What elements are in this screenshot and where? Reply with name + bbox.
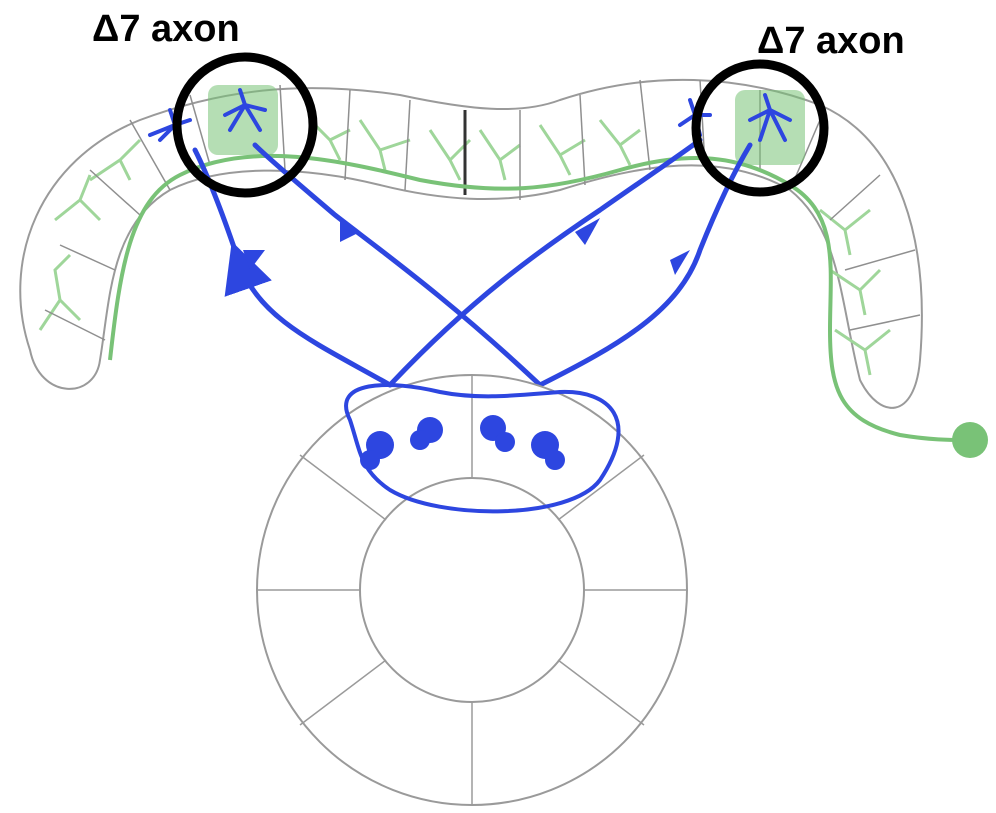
- arrowheads: [243, 218, 690, 275]
- green-axon: [108, 153, 966, 442]
- right-terminal-patch: [735, 90, 805, 165]
- lower-structure: [256, 374, 688, 806]
- ring-spokes: [257, 375, 687, 805]
- arrowhead-1: [243, 250, 265, 270]
- terminal-regions: [208, 85, 805, 165]
- axon-midright-to-right: [387, 137, 703, 388]
- blue-capsule: [344, 383, 621, 514]
- left-terminal-2: [223, 88, 267, 132]
- axon-right-to-right: [537, 142, 753, 388]
- left-highlight-circle: [172, 52, 318, 198]
- arrowhead-3: [575, 218, 600, 245]
- blue-clusters: [360, 415, 565, 470]
- band-outline: [19, 78, 923, 409]
- highlight-circles: [172, 52, 829, 198]
- label-delta7-axon-right: Δ7 axon: [757, 20, 905, 62]
- green-cell-body: [952, 422, 988, 458]
- arrowhead-4: [670, 250, 690, 275]
- right-highlight-circle: [691, 59, 829, 197]
- label-delta7-axon-left: Δ7 axon: [92, 8, 240, 50]
- left-terminal-patch: [208, 85, 278, 155]
- arrowhead-2: [340, 220, 360, 242]
- right-terminal-2: [748, 93, 792, 142]
- green-dendrites: [38, 118, 891, 376]
